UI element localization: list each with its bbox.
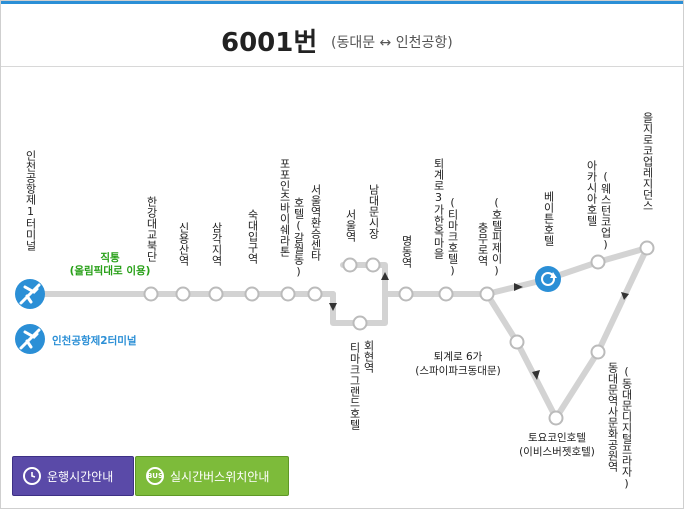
express-label: 직통 xyxy=(100,252,120,264)
stop-label-benikea: 베이튼호텔 xyxy=(542,191,555,246)
clock-icon xyxy=(23,467,41,485)
bus-location-button[interactable]: BUS 실시간버스위치안내 xyxy=(135,456,289,496)
stop-label-toyoko: 토요코인호텔 xyxy=(528,432,586,444)
stop-label-namdaemun: 남대문시장 xyxy=(367,184,380,239)
airport-terminal2-icon xyxy=(15,324,45,354)
stop-label-sookdae: 숙대입구역 xyxy=(246,209,259,264)
stop-label-ddp: 동대문역사문화공원역 xyxy=(606,362,619,472)
bus-icon: BUS xyxy=(146,467,164,485)
stop-label-hangang: 한강대교북단 xyxy=(145,196,158,262)
stop-label-ibis: (이비스버젯호텔) xyxy=(519,446,595,458)
stop-label-chungmuro: 충무로역 xyxy=(476,222,489,266)
stop-label-t2: 인천공항제2터미널 xyxy=(52,335,137,347)
stop-label-western: (웨스턴코업) xyxy=(599,170,612,251)
stop-label-myeongdong: 명동역 xyxy=(400,235,413,268)
stop-label-toegye6: 퇴계로 6가 xyxy=(433,351,483,363)
stop-label-toegye3: 퇴계로3가한옥마을 xyxy=(432,158,445,259)
stop-label-t1: 인천공항제1터미널 xyxy=(24,150,37,251)
stop-label-eulji: 을지로코업레지던스 xyxy=(641,112,654,211)
stop-label-sinyongsan: 신용산역 xyxy=(177,222,190,266)
airport-terminal1-icon xyxy=(15,279,45,309)
stop-label-seoulyeok: 서울역 xyxy=(344,209,357,242)
stop-label-popo: 포포인츠바이쉐라톤 xyxy=(278,158,291,257)
route-header: 6001번 (동대문 ↔ 인천공항) xyxy=(1,4,683,67)
direction-arrows xyxy=(329,272,629,380)
stop-nodes xyxy=(143,240,655,426)
stop-label-hoehyeon: 회현역 xyxy=(362,340,375,373)
stop-label-tmark: 티마크그랜드호텔 xyxy=(348,342,361,430)
stop-label-seoulstation: 서울역환승센타 xyxy=(309,184,322,261)
stop-label-samgakji: 삼각지역 xyxy=(210,222,223,266)
bus-location-button-label: 실시간버스위치안내 xyxy=(170,469,270,484)
stop-label-galwol: 호텔(갈월동) xyxy=(292,197,305,278)
route-number: 6001번 xyxy=(221,28,318,58)
stop-label-tmark2: (티마크호텔) xyxy=(446,196,459,277)
stop-label-acacia: 아카시아호텔 xyxy=(585,160,598,226)
stop-label-spaipa: (스파이파크동대문) xyxy=(415,365,501,377)
stop-label-hotelpj: (호텔피제이) xyxy=(490,196,503,277)
schedule-button-label: 운행시간안내 xyxy=(47,469,114,484)
turnaround-icon xyxy=(535,266,561,292)
express-note: (올림픽대로 이용) xyxy=(69,265,151,277)
top-accent-bar xyxy=(0,0,684,4)
stop-label-ddp-plaza: (동대문디지털프라자) xyxy=(620,365,633,490)
schedule-button[interactable]: 운행시간안내 xyxy=(12,456,134,496)
route-direction: (동대문 ↔ 인천공항) xyxy=(331,35,453,51)
